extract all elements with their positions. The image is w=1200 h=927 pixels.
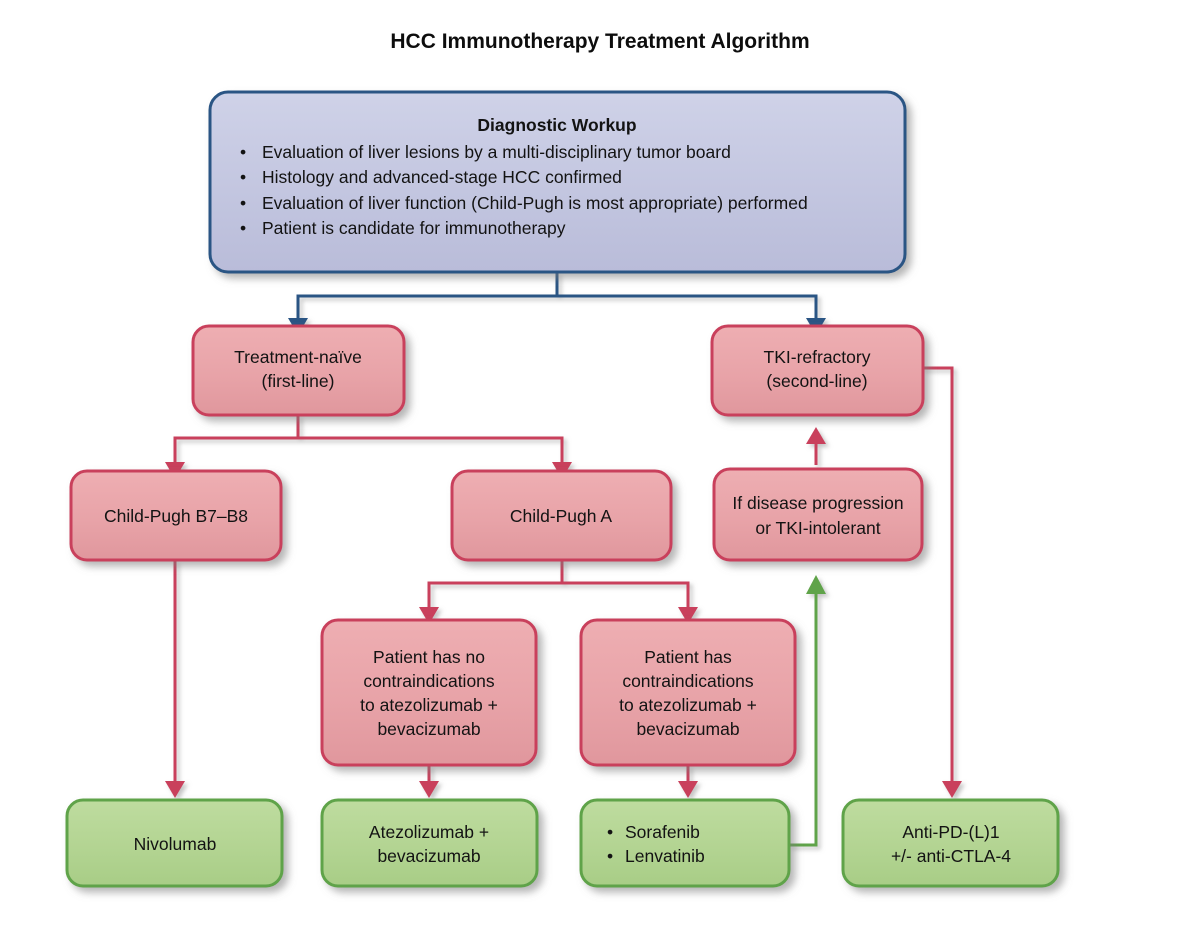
- edge-tki-to-progression: [789, 590, 818, 847]
- node-atezolizumab-bevacizumab[interactable]: Atezolizumab + bevacizumab: [320, 798, 539, 888]
- node-box[interactable]: [710, 324, 925, 417]
- no-contraindications-line-4: bevacizumab: [377, 719, 480, 739]
- has-contraindications-line-3: to atezolizumab +: [619, 695, 757, 715]
- node-box[interactable]: [712, 467, 924, 562]
- arrowhead-icon: [942, 781, 962, 798]
- node-box[interactable]: [69, 469, 283, 562]
- node-treatment-naive[interactable]: Treatment-naïve (first-line): [191, 324, 406, 417]
- tki-options-bullet-1: Sorafenib: [625, 822, 700, 842]
- node-box[interactable]: [450, 469, 673, 562]
- disease-progression-line-2: or TKI-intolerant: [755, 518, 880, 538]
- node-box[interactable]: [320, 798, 539, 888]
- anti-pd-line-1: Anti-PD-(L)1: [902, 822, 999, 842]
- arrowhead-icon: [165, 781, 185, 798]
- node-box[interactable]: [841, 798, 1060, 888]
- tki-options-bullet-2: Lenvatinib: [625, 846, 705, 866]
- child-pugh-b-label: Child-Pugh B7–B8: [104, 506, 248, 526]
- bullet-icon: •: [240, 142, 246, 162]
- has-contraindications-line-4: bevacizumab: [636, 719, 739, 739]
- node-box[interactable]: [208, 90, 907, 274]
- node-box[interactable]: [579, 618, 797, 767]
- arrowhead-icon: [806, 427, 826, 444]
- node-box[interactable]: [65, 798, 284, 888]
- bullet-icon: •: [240, 193, 246, 213]
- nivolumab-label: Nivolumab: [134, 834, 217, 854]
- node-child-pugh-a[interactable]: Child-Pugh A: [450, 469, 673, 562]
- treatment-naive-line-1: Treatment-naïve: [234, 347, 362, 367]
- connectors: [165, 272, 962, 847]
- arrowhead-icon: [419, 781, 439, 798]
- node-disease-progression[interactable]: If disease progression or TKI-intolerant: [712, 467, 924, 562]
- arrowhead-icon: [806, 575, 826, 594]
- diagnostic-workup-bullet-4: Patient is candidate for immunotherapy: [262, 218, 566, 238]
- tki-refractory-line-2: (second-line): [766, 371, 867, 391]
- node-anti-pd-l1[interactable]: Anti-PD-(L)1 +/- anti-CTLA-4: [841, 798, 1060, 888]
- no-contraindications-line-2: contraindications: [363, 671, 495, 691]
- node-no-contraindications[interactable]: Patient has no contraindications to atez…: [320, 618, 538, 767]
- arrowhead-icon: [419, 607, 439, 624]
- node-nivolumab[interactable]: Nivolumab: [65, 798, 284, 888]
- disease-progression-line-1: If disease progression: [732, 493, 903, 513]
- bullet-icon: •: [240, 218, 246, 238]
- edge-workup-to-firstline-and-secondline: [296, 272, 818, 322]
- tki-refractory-line-1: TKI-refractory: [764, 347, 871, 367]
- edge-secondline-to-antipd: [922, 366, 954, 785]
- bullet-icon: •: [240, 167, 246, 187]
- no-contraindications-line-1: Patient has no: [373, 647, 485, 667]
- node-tki-refractory[interactable]: TKI-refractory (second-line): [710, 324, 925, 417]
- diagnostic-workup-heading: Diagnostic Workup: [477, 115, 636, 135]
- arrowhead-icon: [678, 781, 698, 798]
- has-contraindications-line-2: contraindications: [622, 671, 754, 691]
- atezo-bev-line-1: Atezolizumab +: [369, 822, 489, 842]
- arrowhead-pink-group-2: [419, 607, 698, 624]
- node-child-pugh-b7-b8[interactable]: Child-Pugh B7–B8: [69, 469, 283, 562]
- bullet-icon: •: [607, 822, 613, 842]
- page-title: HCC Immunotherapy Treatment Algorithm: [390, 30, 809, 53]
- node-box[interactable]: [320, 618, 538, 767]
- treatment-naive-line-2: (first-line): [262, 371, 335, 391]
- edge-firstline-to-childpugh: [173, 415, 564, 466]
- node-box[interactable]: [191, 324, 406, 417]
- atezo-bev-line-2: bevacizumab: [377, 846, 480, 866]
- node-box[interactable]: [579, 798, 791, 888]
- arrowhead-icon: [678, 607, 698, 624]
- node-diagnostic-workup[interactable]: Diagnostic Workup • Evaluation of liver …: [208, 90, 907, 274]
- diagnostic-workup-bullet-1: Evaluation of liver lesions by a multi-d…: [262, 142, 731, 162]
- bullet-icon: •: [607, 846, 613, 866]
- diagnostic-workup-bullet-3: Evaluation of liver function (Child-Pugh…: [262, 193, 808, 213]
- has-contraindications-line-1: Patient has: [644, 647, 732, 667]
- no-contraindications-line-3: to atezolizumab +: [360, 695, 498, 715]
- node-has-contraindications[interactable]: Patient has contraindications to atezoli…: [579, 618, 797, 767]
- node-tki-options[interactable]: • Sorafenib • Lenvatinib: [579, 798, 791, 888]
- child-pugh-a-label: Child-Pugh A: [510, 506, 612, 526]
- edge-childpugh-a-to-contraindications: [427, 560, 690, 611]
- anti-pd-line-2: +/- anti-CTLA-4: [891, 846, 1011, 866]
- diagnostic-workup-bullet-2: Histology and advanced-stage HCC confirm…: [262, 167, 622, 187]
